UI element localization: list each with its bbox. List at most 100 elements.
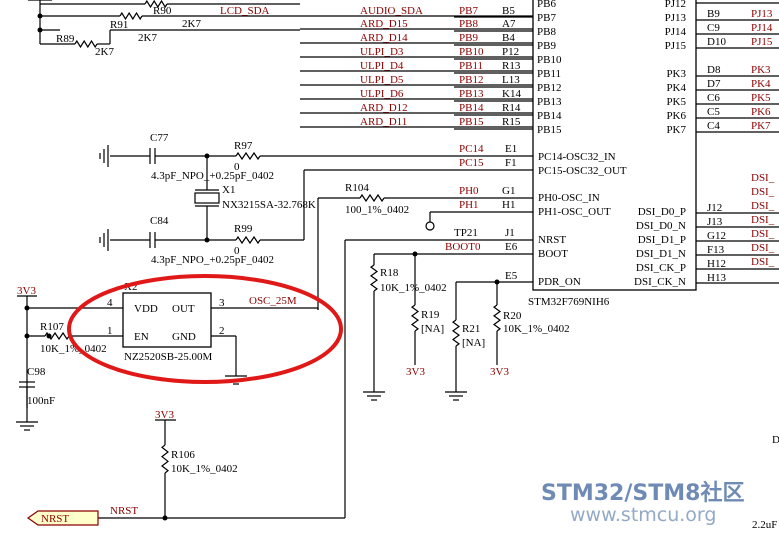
mcu-pin-label: PB11 (537, 68, 561, 80)
r91-ref: R91 (110, 19, 128, 31)
crystal-x1 (194, 192, 220, 204)
junction-dot (162, 515, 168, 521)
ball-label: F13 (707, 244, 725, 256)
mcu-pin-label: PK6 (666, 110, 686, 122)
net-label: PJ13 (751, 8, 773, 20)
net-label: DSI_ (751, 256, 775, 268)
net-pin-label: PB8 (459, 18, 478, 30)
net-label: ULPI_D3 (360, 46, 404, 58)
net-pin-label: PB9 (459, 32, 478, 44)
net-pin-label: PB14 (459, 102, 484, 114)
watermark-brand: STM32/STM8社区 (541, 480, 744, 506)
resistor-r104 (359, 193, 385, 203)
net-pin-label: PB13 (459, 88, 484, 100)
net-label: AUDIO_SDA (360, 5, 423, 17)
junction-dot (24, 305, 30, 311)
mcu-pin-label: DSI_D1_P (638, 234, 686, 246)
net-label: ARD_D14 (360, 32, 408, 44)
junction-dot (494, 279, 500, 285)
mcu-pin-label: PH0-OSC_IN (538, 192, 600, 204)
net-label: PK5 (751, 92, 771, 104)
net-label: ULPI_D5 (360, 74, 404, 86)
nrst-port (26, 510, 99, 526)
net-label: ULPI_D6 (360, 88, 404, 100)
r106-ref: R106 (171, 449, 195, 461)
c77-ref: C77 (150, 132, 169, 144)
c98-value: 100nF (27, 395, 55, 407)
x2-pin-label: GND (172, 331, 196, 343)
ball-label: G12 (707, 230, 726, 242)
net-label: DSI_ (751, 172, 775, 184)
mcu-pin-label: PK5 (666, 96, 686, 108)
net-label: PC15 (459, 157, 484, 169)
ball-label: B4 (502, 32, 515, 44)
mcu-pin-label: PJ14 (665, 26, 687, 38)
junction-dot (46, 333, 52, 339)
net-label: DSI_ (751, 228, 775, 240)
mcu-pin-label: NRST (538, 234, 566, 246)
net-label: DSI_ (751, 200, 775, 212)
ball-label: F1 (505, 157, 517, 169)
mcu-pin-label: PJ13 (665, 12, 687, 24)
mcu-pin-label: PB14 (537, 110, 562, 122)
ball-label: B9 (707, 8, 720, 20)
c84-value: 4.3pF_NPO_+0.25pF_0402 (151, 254, 274, 266)
ball-label: A7 (502, 18, 516, 30)
ball-label: B5 (502, 5, 515, 17)
net-pin-label: PB12 (459, 74, 483, 86)
x2-pin-label: EN (134, 331, 149, 343)
x2-part: NZ2520SB-25.00M (124, 351, 213, 363)
junction-dot (37, 13, 43, 19)
resistor-r106 (161, 444, 169, 474)
resistor-r90 (144, 0, 168, 9)
net-label: ARD_D15 (360, 18, 408, 30)
ball-label: D10 (707, 36, 726, 48)
mcu-pin-label: DSI_D1_N (636, 248, 686, 260)
r90-value: 2K7 (182, 18, 201, 30)
r89-value: 2K7 (95, 46, 114, 58)
mcu-pin-label: PJ12 (665, 0, 686, 10)
r19-value: [NA] (421, 323, 444, 335)
ball-label: C4 (707, 120, 720, 132)
ball-label: D8 (707, 64, 721, 76)
vcc-label: 3V3 (155, 409, 174, 421)
ball-label: C5 (707, 106, 720, 118)
r99-value: 0 (234, 245, 240, 257)
ball-label: D7 (707, 78, 721, 90)
testpoint-tp21 (425, 221, 435, 231)
r21-ref: R21 (462, 323, 480, 335)
highlight-ellipse (67, 274, 343, 384)
net-label: PH0 (459, 185, 479, 197)
ball-label: L13 (502, 74, 520, 86)
ball-label: R15 (502, 116, 521, 128)
resistor-r91 (119, 11, 143, 21)
net-label: PK7 (751, 120, 771, 132)
ball-label: H1 (502, 199, 515, 211)
net-label: DSI_ (751, 186, 775, 198)
resistor-r89 (74, 39, 98, 49)
net-label: PJ15 (751, 36, 773, 48)
net-pin-label: PB7 (459, 5, 478, 17)
edge-label small: 2.2uF (752, 519, 777, 531)
mcu-pin-label: PC15-OSC32_OUT (538, 165, 627, 177)
x2-pin-label: VDD (134, 303, 158, 315)
ball-label: P12 (502, 46, 519, 58)
mcu-pin-label: DSI_D0_N (636, 220, 686, 232)
x2-pin-num: 1 (107, 325, 113, 337)
mcu-pin-label: PC14-OSC32_IN (538, 151, 616, 163)
ball-label: K14 (502, 88, 521, 100)
net-label: PJ14 (751, 22, 773, 34)
net-label: ULPI_D4 (360, 60, 404, 72)
resistor-r97 (235, 151, 261, 161)
c98-ref: C98 (27, 366, 46, 378)
r19-ref: R19 (421, 309, 440, 321)
resistor-r99 (235, 235, 261, 245)
mcu-pin-label: DSI_CK_N (634, 276, 686, 288)
r18-ref: R18 (380, 267, 399, 279)
net-label: ARD_D12 (360, 102, 408, 114)
resistor-r20 (492, 304, 502, 332)
testpoint-label: TP21 (454, 227, 478, 239)
x2-pin-num: 3 (219, 297, 225, 309)
r91-value: 2K7 (138, 32, 157, 44)
